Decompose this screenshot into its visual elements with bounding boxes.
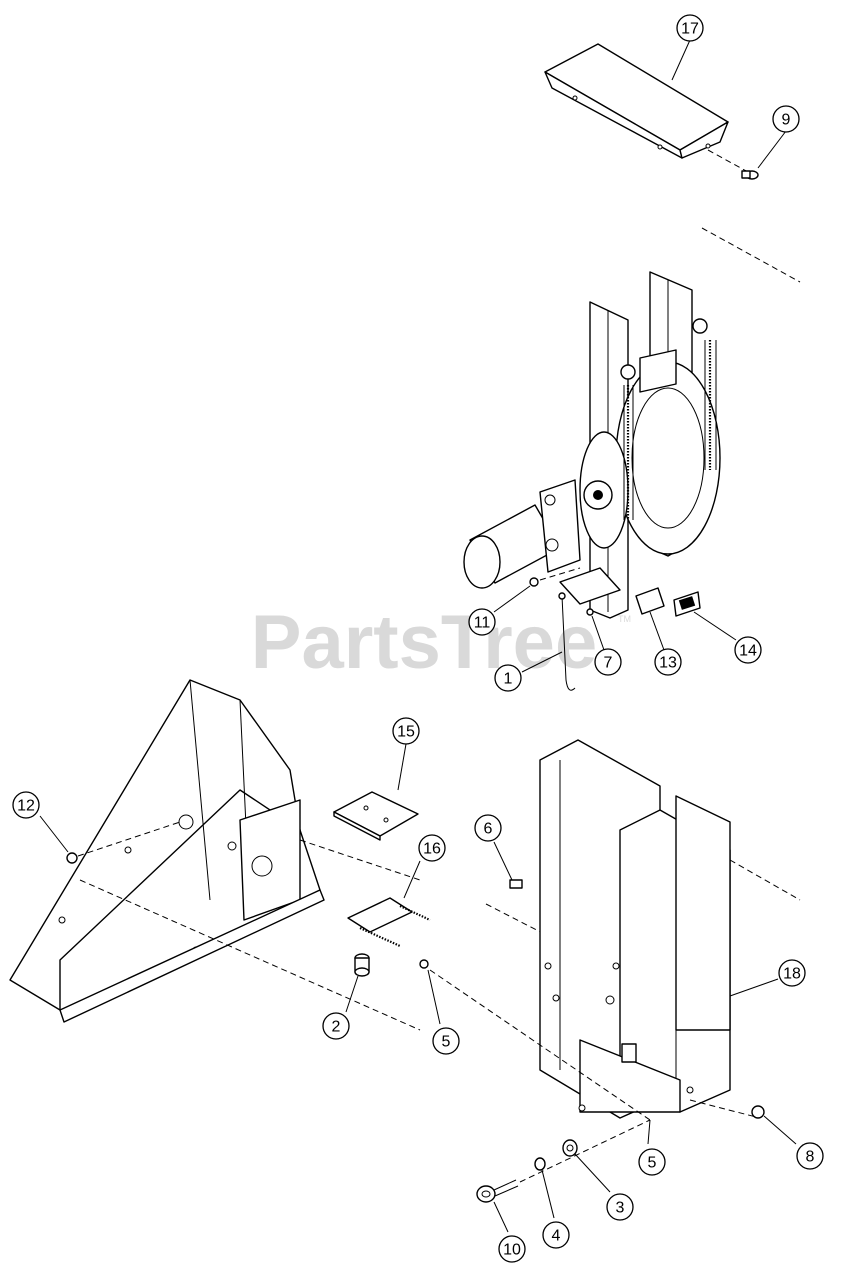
alignment-line: [701, 227, 801, 283]
svg-text:7: 7: [604, 655, 613, 672]
svg-text:17: 17: [681, 21, 699, 38]
callout-6: 6: [474, 814, 502, 842]
part-9-screw: [707, 149, 759, 180]
callout-7: 7: [594, 648, 622, 676]
part-3-washer: [562, 1139, 578, 1157]
part-2-bushing: [354, 953, 370, 977]
svg-text:16: 16: [423, 841, 441, 858]
callout-12: 12: [12, 791, 40, 819]
svg-text:12: 12: [17, 798, 35, 815]
svg-text:13: 13: [659, 655, 677, 672]
watermark-text: PartsTree: [251, 600, 597, 685]
part-18-housing: [539, 739, 731, 1119]
callout-15: 15: [392, 717, 420, 745]
svg-text:8: 8: [806, 1149, 815, 1166]
callout-9: 9: [772, 105, 800, 133]
callout-3: 3: [606, 1193, 634, 1221]
part-10-eye-bolt: [476, 1179, 519, 1203]
part-8-nut: [751, 1105, 765, 1119]
part-14-switch: [673, 591, 701, 617]
watermark-trademark: TM: [618, 614, 631, 624]
svg-text:18: 18: [783, 966, 801, 983]
svg-text:2: 2: [332, 1019, 341, 1036]
part-6-screw: [509, 879, 523, 889]
leader-lines: [39, 39, 797, 1233]
part-13-clip: [635, 587, 665, 615]
svg-text:11: 11: [474, 615, 491, 632]
part-15-plate: [333, 791, 419, 841]
callout-2: 2: [322, 1012, 350, 1040]
callout-11: 11: [468, 608, 496, 636]
svg-text:5: 5: [648, 1155, 657, 1172]
part-17-cover: [544, 43, 729, 159]
callout-17: 17: [676, 14, 704, 42]
actuator-assembly: [463, 271, 721, 619]
callout-5-upper: 5: [432, 1027, 460, 1055]
part-5-nut-a: [419, 959, 429, 969]
svg-text:1: 1: [504, 671, 513, 688]
left-housing: [9, 679, 325, 1023]
part-16-bracket: [347, 897, 431, 948]
callout-13: 13: [654, 648, 682, 676]
callout-1: 1: [494, 664, 522, 692]
callout-10: 10: [498, 1235, 526, 1263]
part-11-nut: [529, 577, 539, 587]
svg-text:15: 15: [397, 724, 415, 741]
part-1-cable: [561, 595, 576, 691]
svg-text:6: 6: [484, 821, 493, 838]
svg-text:10: 10: [503, 1242, 521, 1259]
callout-8: 8: [796, 1142, 824, 1170]
callout-18: 18: [778, 959, 806, 987]
svg-text:14: 14: [739, 643, 757, 660]
svg-text:4: 4: [552, 1228, 561, 1245]
part-4-nut: [534, 1157, 546, 1171]
callout-14: 14: [734, 636, 762, 664]
svg-text:3: 3: [616, 1200, 625, 1217]
part-12-nut: [66, 852, 78, 864]
part-7-pin: [586, 608, 594, 616]
callout-4: 4: [542, 1221, 570, 1249]
callout-16: 16: [418, 834, 446, 862]
svg-text:9: 9: [782, 112, 791, 129]
parts-tree-watermark: PartsTree TM: [251, 600, 631, 685]
callout-5-lower: 5: [638, 1148, 666, 1176]
svg-text:5: 5: [442, 1034, 451, 1051]
